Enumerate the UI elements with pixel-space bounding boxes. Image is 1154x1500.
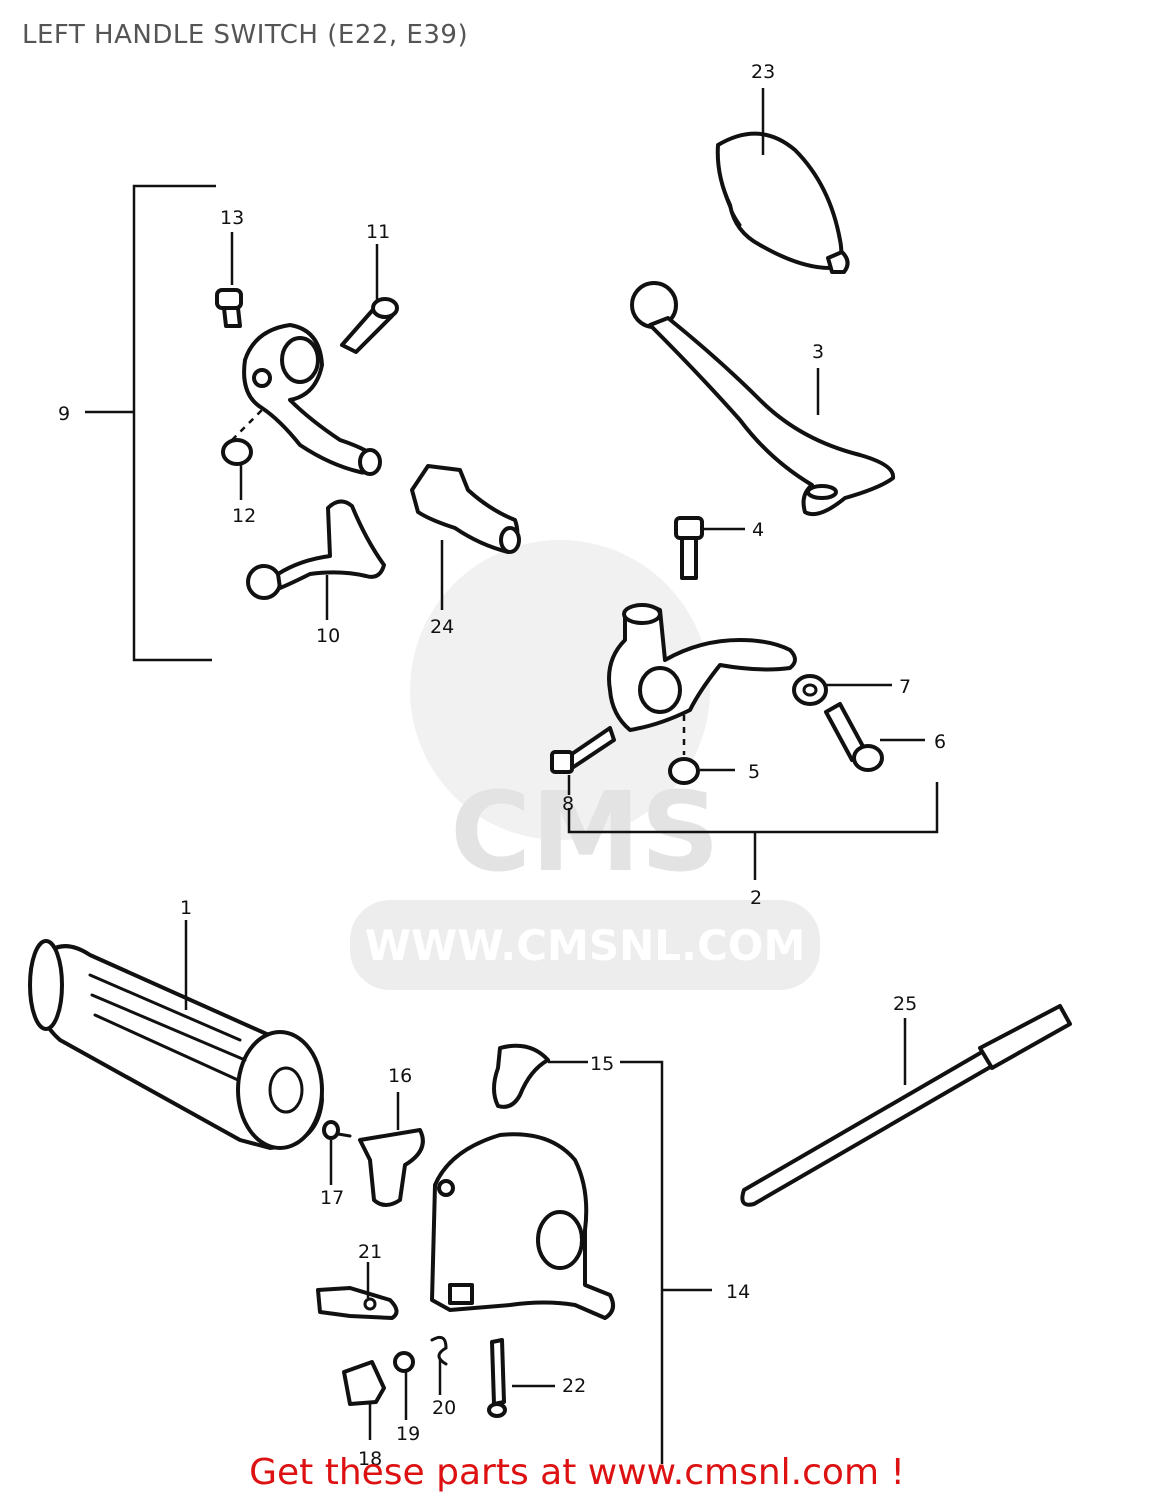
callout-18: 18 [358, 1448, 382, 1470]
callout-23: 23 [751, 61, 775, 83]
callout-4: 4 [752, 519, 764, 541]
leader-lines [85, 88, 939, 1464]
part-5-nut[interactable] [668, 715, 700, 785]
part-19-ball[interactable] [393, 1351, 415, 1373]
part-4-pivot-bolt[interactable] [674, 516, 704, 580]
part-25-strap[interactable] [740, 1004, 1072, 1207]
part-18-knob[interactable] [342, 1360, 386, 1406]
callout-19: 19 [396, 1423, 420, 1445]
part-9-choke-lever-assembly[interactable] [215, 288, 382, 476]
callout-5: 5 [748, 761, 760, 783]
callout-21: 21 [358, 1241, 382, 1263]
callout-12: 12 [232, 505, 256, 527]
page-title: LEFT HANDLE SWITCH (E22, E39) [22, 20, 469, 50]
promo-link[interactable]: Get these parts at www.cmsnl.com ! [249, 1452, 905, 1493]
part-7-washer[interactable] [792, 674, 828, 706]
callout-15: 15 [590, 1053, 614, 1075]
part-15-button[interactable] [492, 1043, 550, 1109]
callout-10: 10 [316, 625, 340, 647]
callout-labels: 23 3 4 5 6 7 8 2 9 13 11 12 10 24 1 15 1… [58, 61, 946, 1470]
callout-1: 1 [180, 897, 192, 919]
part-23-lever-cover[interactable] [715, 131, 850, 274]
part-20-spring[interactable] [430, 1335, 448, 1366]
callout-22: 22 [562, 1375, 586, 1397]
part-24-bracket[interactable] [410, 464, 521, 554]
callout-9: 9 [58, 403, 70, 425]
part-12-nut[interactable] [221, 438, 253, 466]
callout-24: 24 [430, 616, 454, 638]
part-21-switch-lever[interactable] [316, 1286, 399, 1320]
part-22-screw[interactable] [487, 1338, 507, 1418]
part-1-grip[interactable] [28, 939, 324, 1150]
callout-2: 2 [750, 887, 762, 909]
part-10-choke-lever[interactable] [246, 499, 386, 600]
callout-7: 7 [899, 676, 911, 698]
part-8-bolt[interactable] [550, 726, 616, 774]
callout-8: 8 [562, 793, 574, 815]
part-3-clutch-lever[interactable] [630, 281, 896, 517]
part-6-screw[interactable] [824, 702, 884, 772]
callout-14: 14 [726, 1281, 750, 1303]
part-17-screw[interactable] [322, 1120, 352, 1140]
callout-25: 25 [893, 993, 917, 1015]
callout-6: 6 [934, 731, 946, 753]
part-11-screw[interactable] [340, 297, 399, 354]
callout-11: 11 [366, 221, 390, 243]
callout-3: 3 [812, 341, 824, 363]
part-16-plate[interactable] [358, 1128, 425, 1207]
watermark-url-text: WWW.CMSNL.COM [365, 921, 806, 970]
watermark-banner [350, 900, 820, 990]
part-14-switch-housing[interactable] [430, 1132, 616, 1320]
callout-20: 20 [432, 1397, 456, 1419]
callout-16: 16 [388, 1065, 412, 1087]
callout-17: 17 [320, 1187, 344, 1209]
callout-13: 13 [220, 207, 244, 229]
part-2-lever-holder[interactable] [607, 603, 797, 732]
